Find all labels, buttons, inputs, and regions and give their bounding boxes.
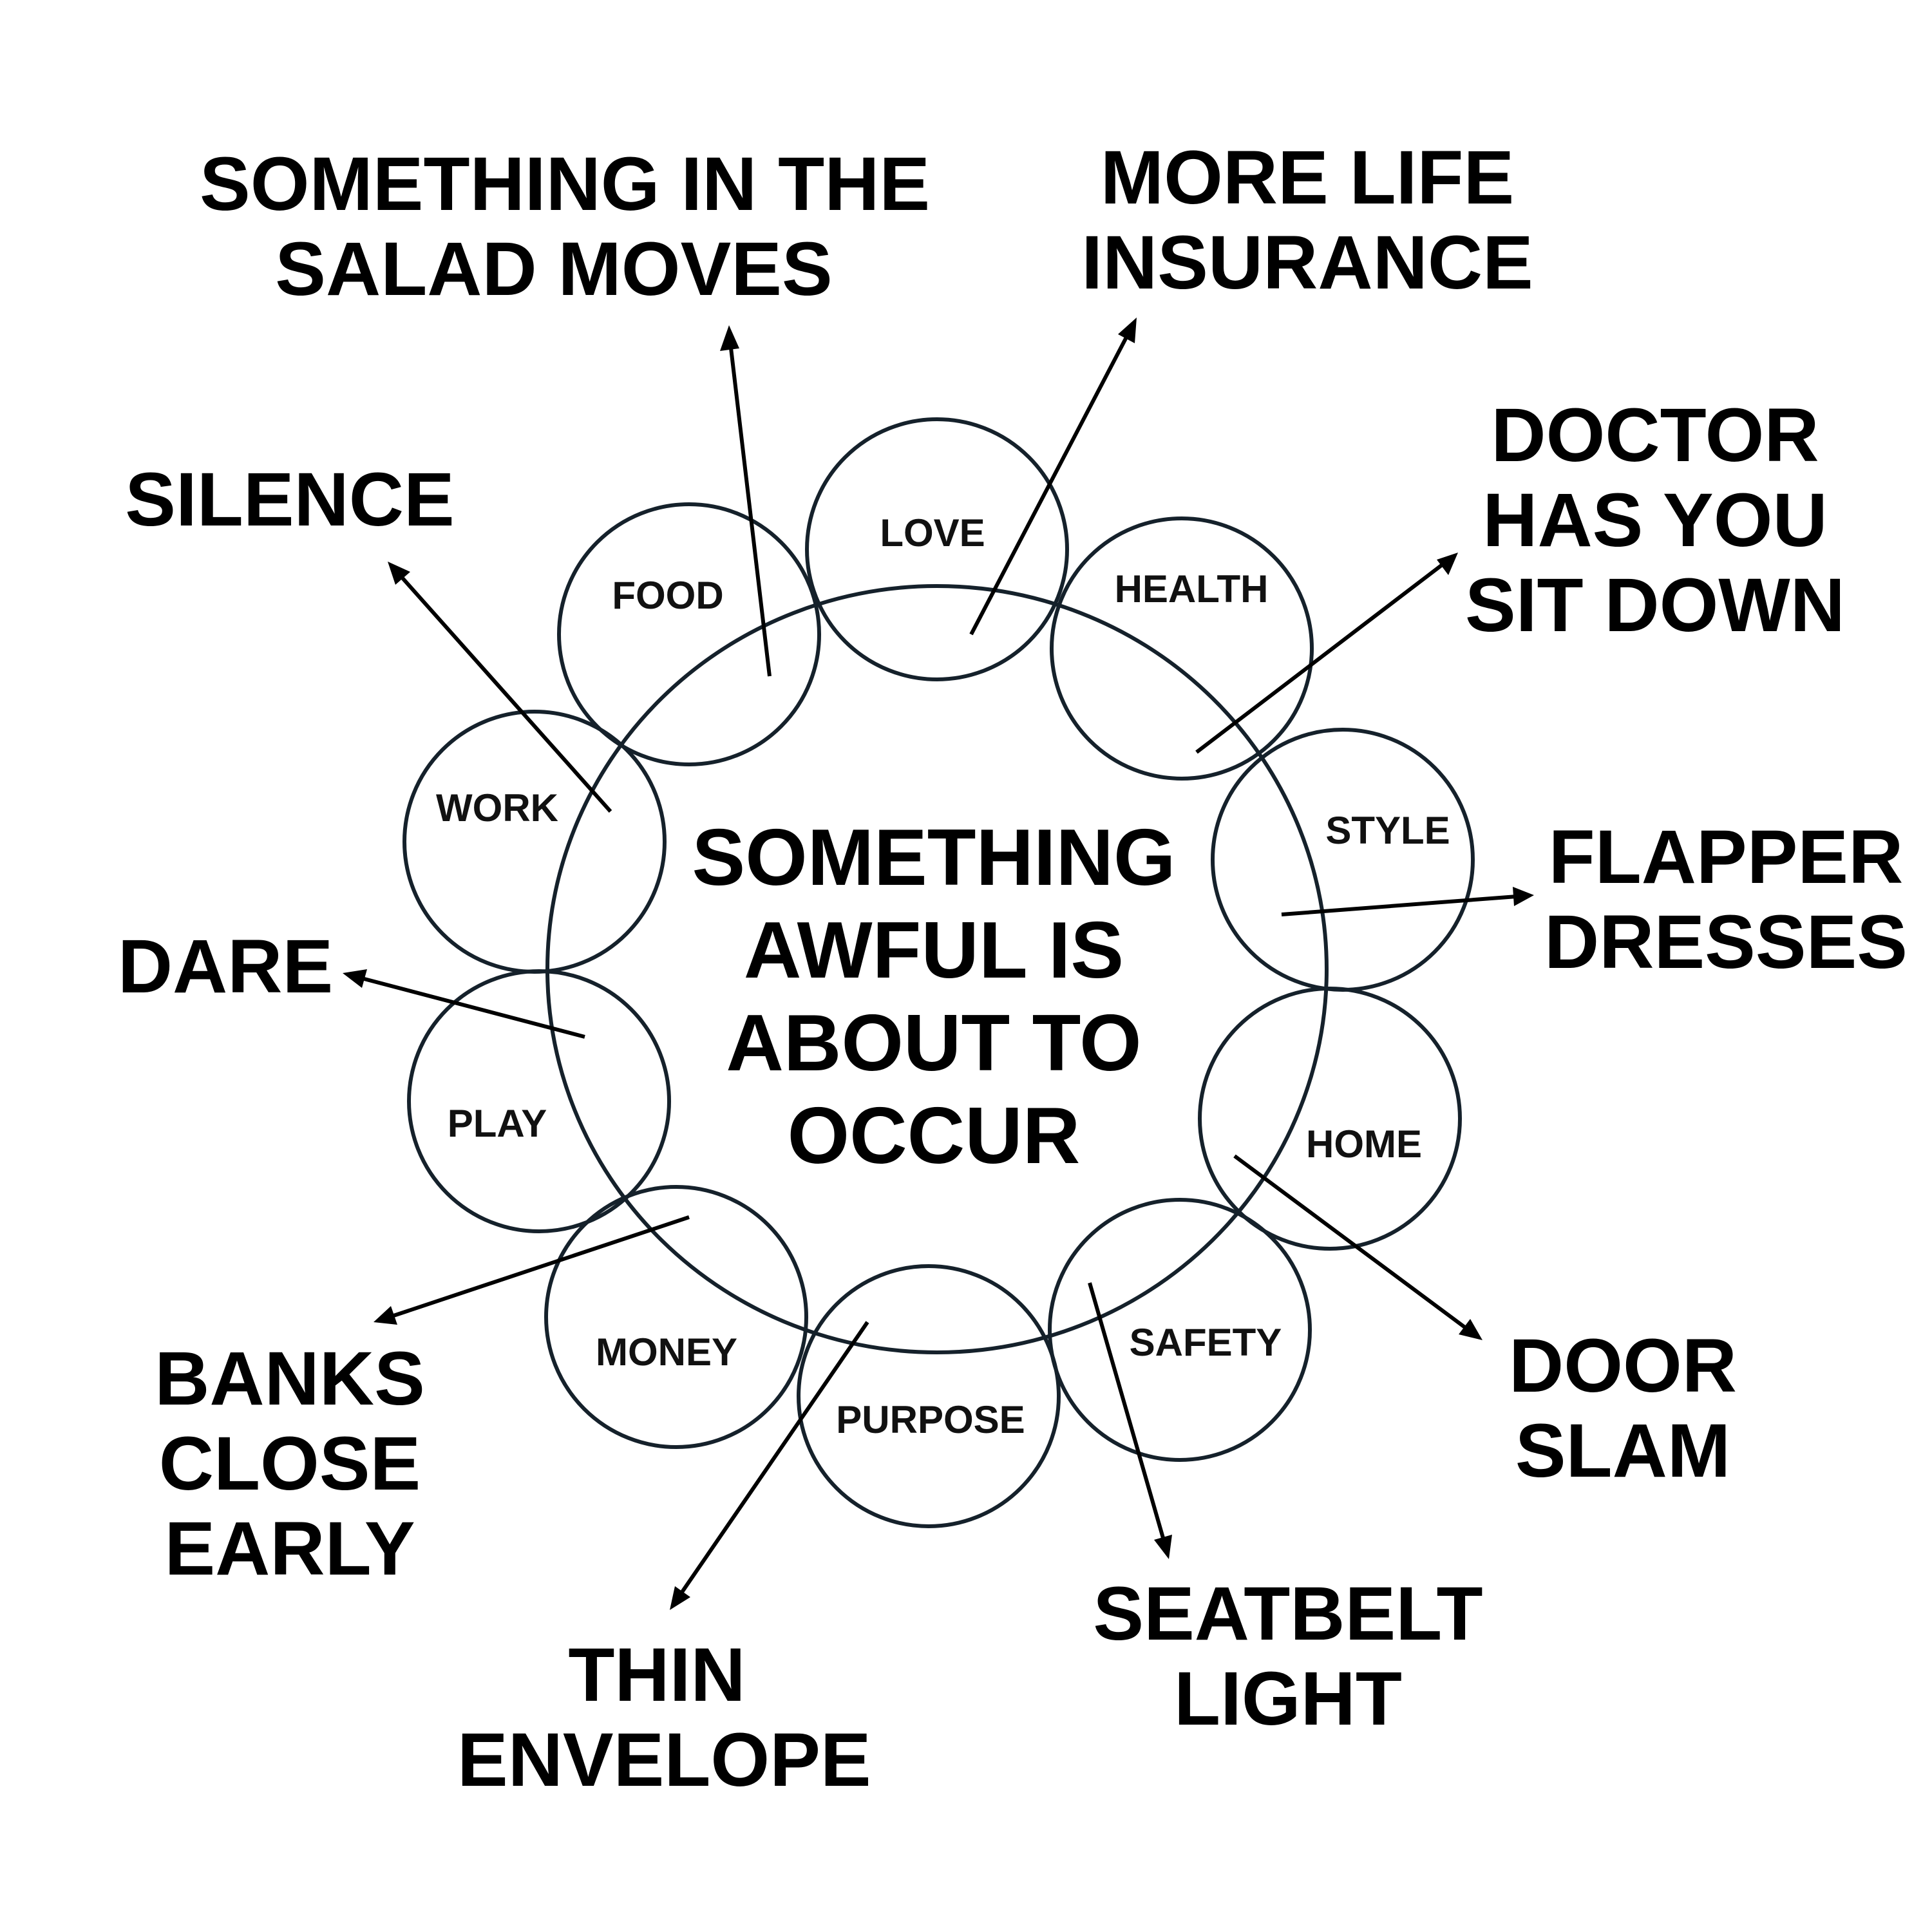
outcome-line: MORE LIFE: [1100, 135, 1515, 220]
outcome-line: DOOR: [1509, 1323, 1737, 1408]
outcome-doctor: DOCTOR HAS YOU SIT DOWN: [1436, 393, 1874, 648]
outcome-line: CLOSE: [158, 1421, 421, 1506]
outcome-line: SEATBELT: [1093, 1571, 1483, 1656]
circle-health: [1050, 516, 1314, 781]
arrow-door: [1233, 1154, 1482, 1340]
circle-money: [544, 1185, 808, 1449]
circle-food: [557, 502, 821, 766]
outcome-line: DRESSES: [1544, 900, 1908, 985]
outcome-line: SALAD MOVES: [275, 227, 833, 312]
arrow-seatbelt: [1088, 1282, 1172, 1559]
outcome-line: DARE: [117, 924, 334, 1009]
arrow-doctor: [1195, 553, 1458, 754]
label-work: WORK: [436, 786, 558, 829]
arrow-banks: [374, 1215, 690, 1325]
circle-love: [805, 417, 1069, 681]
arrow-flapper: [1281, 887, 1534, 916]
label-food: FOOD: [612, 574, 723, 617]
circle-play: [407, 969, 671, 1233]
center-line: OCCUR: [787, 1092, 1081, 1180]
outcome-line: SOMETHING IN THE: [200, 142, 931, 227]
outcome-line: SLAM: [1515, 1408, 1731, 1493]
circle-purpose: [797, 1264, 1061, 1528]
label-money: MONEY: [596, 1331, 737, 1374]
circle-home: [1198, 987, 1462, 1251]
arrow-envelope: [670, 1321, 869, 1610]
label-health: HEALTH: [1115, 567, 1269, 611]
circle-work: [402, 710, 667, 974]
arrow-insurance: [969, 317, 1137, 636]
outcome-envelope: THIN ENVELOPE: [457, 1633, 871, 1803]
label-play: PLAY: [448, 1102, 547, 1145]
outcome-line: ENVELOPE: [457, 1718, 871, 1803]
outcome-line: INSURANCE: [1081, 220, 1533, 305]
outcome-line: THIN: [568, 1633, 746, 1718]
label-safety: SAFETY: [1130, 1321, 1282, 1364]
outcome-salad: SOMETHING IN THE SALAD MOVES: [200, 142, 931, 312]
arrow-dare: [343, 969, 585, 1039]
outcome-flapper: FLAPPER DRESSES: [1539, 815, 1913, 985]
outcome-door: DOOR SLAM: [1481, 1323, 1765, 1493]
outcome-line: HAS YOU: [1482, 478, 1828, 563]
label-home: HOME: [1306, 1122, 1422, 1166]
label-style: STYLE: [1325, 809, 1450, 852]
circle-style: [1211, 728, 1475, 992]
label-purpose: PURPOSE: [836, 1398, 1025, 1441]
outcome-line: SILENCE: [125, 457, 455, 542]
center-line: AWFUL IS: [743, 906, 1124, 995]
outcome-line: BANKS: [155, 1336, 425, 1421]
center-line: ABOUT TO: [726, 999, 1142, 1088]
outcome-line: EARLY: [164, 1506, 415, 1591]
outcome-seatbelt: SEATBELT LIGHT: [1088, 1571, 1488, 1741]
circle-safety: [1048, 1198, 1312, 1462]
outcome-line: SIT DOWN: [1465, 563, 1845, 648]
outcome-line: LIGHT: [1174, 1656, 1402, 1741]
central-circle: [545, 584, 1329, 1354]
center-line: SOMETHING: [692, 813, 1176, 902]
center-statement: SOMETHING AWFUL IS ABOUT TO OCCUR: [644, 811, 1224, 1182]
arrow-salad: [720, 325, 772, 677]
label-love: LOVE: [880, 511, 985, 554]
outcome-dare: DARE: [116, 924, 335, 1009]
outcome-banks: BANKS CLOSE EARLY: [145, 1336, 435, 1591]
outcome-line: DOCTOR: [1491, 393, 1819, 478]
arrow-silence: [388, 562, 612, 813]
outcome-line: FLAPPER: [1548, 815, 1904, 900]
outcome-silence: SILENCE: [116, 457, 464, 542]
outcome-insurance: MORE LIFE INSURANCE: [1056, 135, 1558, 305]
